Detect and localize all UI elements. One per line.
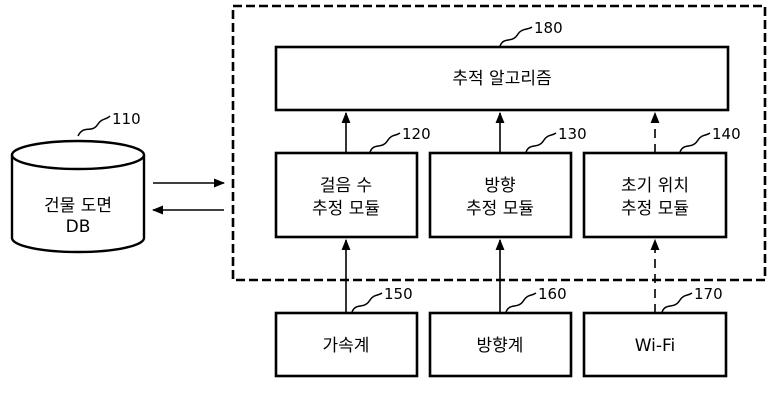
tracking-ref: 180 [534, 19, 563, 37]
accelerometer-ref: 150 [384, 285, 413, 303]
compass-box [428, 311, 573, 378]
compass-ref-leader [505, 292, 537, 313]
tracking-algorithm-label: 추적 알고리즘 [452, 69, 551, 89]
initial-position-ref-leader [679, 132, 711, 153]
db-ref-leader [77, 115, 111, 137]
step-module-label-line2: 추정 모듈 [312, 199, 380, 219]
direction-ref-leader [525, 132, 557, 153]
db-ref: 110 [112, 110, 141, 128]
tracking-ref-leader [499, 26, 533, 47]
step-module-label-line1: 걸음 수 [320, 176, 372, 196]
initial-position-label-line1: 초기 위치 [621, 176, 689, 196]
initial-position-ref: 140 [712, 125, 741, 143]
direction-ref: 130 [558, 125, 587, 143]
building-map-db: 건물 도면 DB [10, 139, 146, 254]
accelerometer-ref-leader [351, 292, 383, 313]
direction-module-box [428, 151, 573, 239]
initial-position-label-line2: 추정 모듈 [621, 199, 689, 219]
db-label-line2: DB [66, 217, 91, 237]
wifi-label: Wi-Fi [635, 336, 676, 356]
step-ref-leader [369, 132, 401, 153]
wifi-box [582, 311, 728, 378]
wifi-ref-leader [661, 292, 693, 313]
wifi-ref: 170 [694, 285, 723, 303]
system-boundary [231, 4, 767, 282]
db-label-line1: 건물 도면 [44, 196, 112, 216]
step-ref: 120 [402, 125, 431, 143]
compass-label: 방향계 [477, 336, 524, 356]
accelerometer-box [274, 311, 419, 378]
compass-ref: 160 [538, 285, 567, 303]
step-count-module-box [274, 151, 419, 239]
tracking-algorithm-box [274, 45, 730, 112]
accelerometer-label: 가속계 [323, 336, 370, 356]
direction-module-label-line2: 추정 모듈 [466, 199, 534, 219]
direction-module-label-line1: 방향 [484, 176, 515, 196]
